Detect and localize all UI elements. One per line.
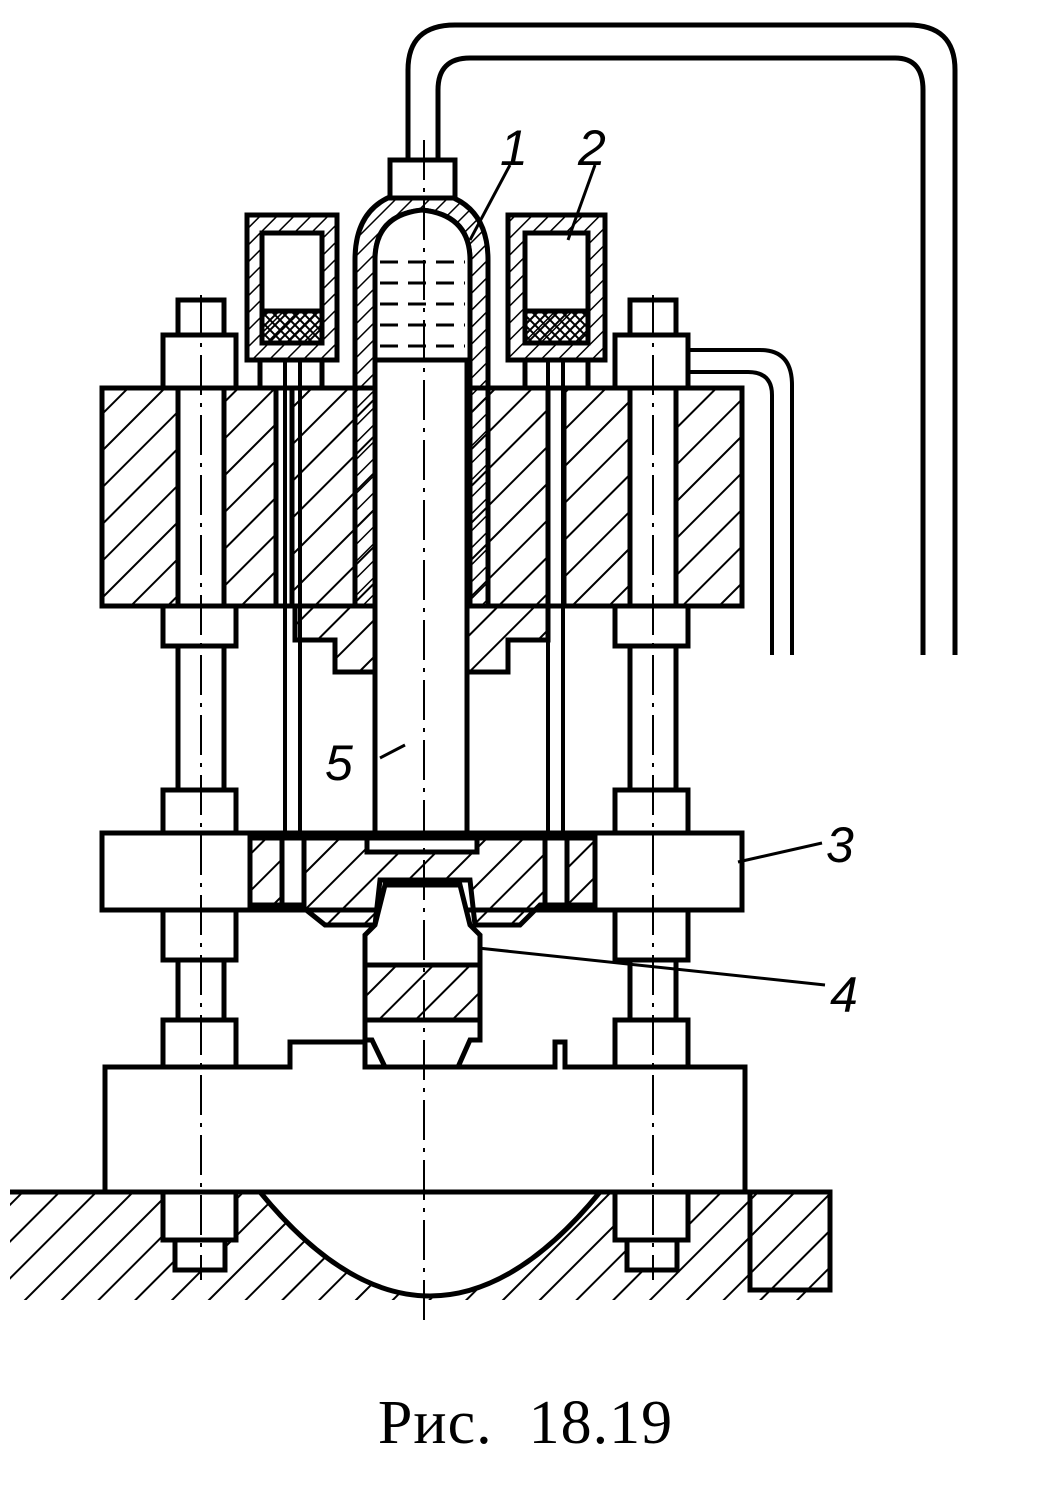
leader-lines — [379, 164, 826, 987]
coil-left — [244, 212, 340, 391]
label-part-2: 2 — [577, 120, 606, 176]
center-lines — [200, 140, 654, 1320]
tie-rods — [283, 360, 565, 905]
figure-caption: Рис. 18.19 — [0, 1388, 1051, 1459]
high-pressure-pipe — [387, 22, 958, 655]
side-pipe — [688, 348, 794, 655]
lower-nuts — [160, 1189, 691, 1273]
label-part-3: 3 — [826, 817, 854, 873]
foundation — [10, 1189, 833, 1300]
coil-right — [505, 212, 608, 391]
specimen-4 — [362, 882, 483, 1070]
label-part-1: 1 — [500, 120, 528, 176]
traverse-3 — [99, 830, 745, 928]
label-part-4: 4 — [830, 967, 858, 1023]
label-part-5: 5 — [325, 735, 353, 791]
caption-prefix: Рис. — [377, 1389, 493, 1457]
caption-number: 18.19 — [528, 1389, 674, 1457]
plunger-5 — [364, 357, 480, 853]
